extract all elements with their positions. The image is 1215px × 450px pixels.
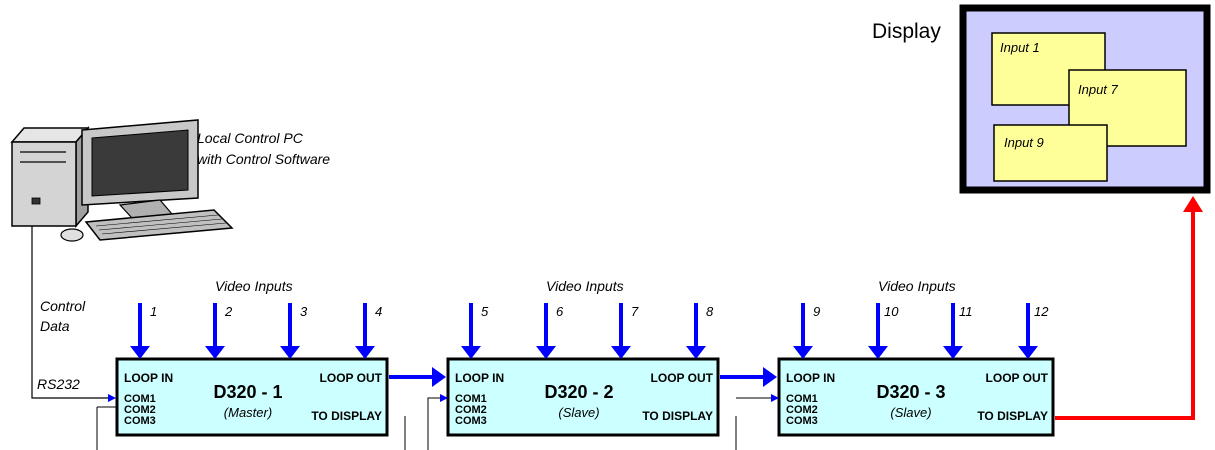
input-arrow bbox=[611, 303, 631, 359]
input-number: 12 bbox=[1034, 304, 1049, 319]
to-display-label: TO DISPLAY bbox=[311, 409, 382, 423]
display-window-label: Input 7 bbox=[1078, 82, 1119, 97]
input-arrow bbox=[1018, 303, 1038, 359]
com1-label: COM1 bbox=[124, 393, 156, 405]
loop-out-label: LOOP OUT bbox=[320, 371, 383, 385]
video-inputs-label: Video Inputs bbox=[215, 278, 293, 294]
unit-d320-2: LOOP IN LOOP OUT D320 - 2 (Slave) TO DIS… bbox=[446, 357, 720, 437]
input-arrow bbox=[461, 303, 481, 359]
input-arrow bbox=[205, 303, 225, 359]
loop-arrow bbox=[720, 367, 777, 387]
control-label-line1: Control bbox=[40, 298, 86, 314]
unit-name: D320 - 2 bbox=[544, 382, 613, 402]
com3-label: COM3 bbox=[786, 415, 818, 427]
com3-label: COM3 bbox=[124, 415, 156, 427]
input-number: 5 bbox=[481, 304, 489, 319]
com2-label: COM2 bbox=[455, 404, 487, 416]
video-inputs-label: Video Inputs bbox=[878, 278, 956, 294]
input-arrow bbox=[130, 303, 150, 359]
loop-arrow bbox=[389, 367, 446, 387]
com1-label: COM1 bbox=[786, 393, 818, 405]
input-number: 8 bbox=[706, 304, 714, 319]
input-arrow bbox=[793, 303, 813, 359]
input-number: 4 bbox=[375, 304, 382, 319]
input-arrow bbox=[536, 303, 556, 359]
com1-label: COM1 bbox=[455, 393, 487, 405]
input-number: 3 bbox=[300, 304, 308, 319]
loop-out-label: LOOP OUT bbox=[651, 371, 714, 385]
display-window-1: Input 1 bbox=[991, 32, 1106, 106]
input-number: 9 bbox=[813, 304, 820, 319]
pc-label-line1: Local Control PC bbox=[197, 130, 304, 146]
rs232-cable bbox=[31, 226, 116, 402]
unit-name: D320 - 1 bbox=[213, 382, 282, 402]
unit-d320-3: LOOP IN LOOP OUT D320 - 3 (Slave) TO DIS… bbox=[777, 357, 1055, 437]
pc-label-line2: with Control Software bbox=[197, 151, 330, 167]
control-label-line2: Data bbox=[40, 318, 70, 334]
display-window-label: Input 9 bbox=[1004, 135, 1044, 150]
display-window-3: Input 9 bbox=[993, 124, 1108, 182]
display-window-label: Input 1 bbox=[1000, 40, 1040, 55]
input-arrow bbox=[868, 303, 888, 359]
loop-in-label: LOOP IN bbox=[124, 371, 173, 385]
unit-name: D320 - 3 bbox=[876, 382, 945, 402]
display-title: Display bbox=[872, 20, 941, 43]
input-number: 2 bbox=[224, 304, 233, 319]
input-arrow bbox=[355, 303, 375, 359]
com2-label: COM2 bbox=[786, 404, 818, 416]
display-output-arrow bbox=[1055, 196, 1203, 420]
to-display-label: TO DISPLAY bbox=[977, 409, 1048, 423]
input-number: 11 bbox=[959, 304, 973, 319]
to-display-label: TO DISPLAY bbox=[642, 409, 713, 423]
loop-in-label: LOOP IN bbox=[786, 371, 835, 385]
input-arrow bbox=[280, 303, 300, 359]
input-arrow bbox=[943, 303, 963, 359]
input-number: 1 bbox=[150, 304, 157, 319]
unit-role: (Slave) bbox=[890, 405, 931, 420]
unit-role: (Slave) bbox=[558, 405, 599, 420]
rs232-label: RS232 bbox=[37, 376, 80, 392]
loop-out-label: LOOP OUT bbox=[986, 371, 1049, 385]
com2-label: COM2 bbox=[124, 404, 156, 416]
input-number: 6 bbox=[556, 304, 564, 319]
video-inputs-label: Video Inputs bbox=[546, 278, 624, 294]
cable-stub bbox=[427, 394, 448, 450]
pc-computer-icon bbox=[10, 119, 234, 242]
com3-label: COM3 bbox=[455, 415, 487, 427]
loop-in-label: LOOP IN bbox=[455, 371, 504, 385]
input-number: 7 bbox=[631, 304, 639, 319]
unit-d320-1: LOOP IN LOOP OUT D320 - 1 (Master) TO DI… bbox=[115, 357, 389, 437]
unit-role: (Master) bbox=[224, 405, 272, 420]
input-arrow bbox=[686, 303, 706, 359]
input-number: 10 bbox=[884, 304, 899, 319]
